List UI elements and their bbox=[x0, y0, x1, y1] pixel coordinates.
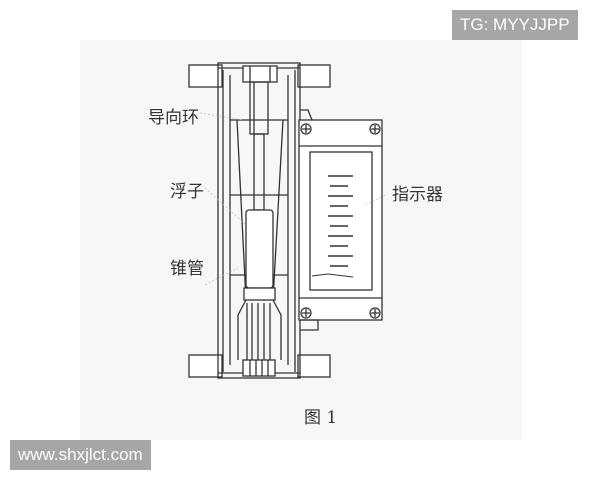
float bbox=[243, 133, 276, 301]
label-taper-tube: 锥管 bbox=[170, 259, 204, 279]
guide-ring bbox=[242, 65, 278, 135]
watermark-bottom-left: www.shxjlct.com bbox=[10, 440, 151, 470]
label-indicator: 指示器 bbox=[392, 185, 443, 205]
top-flange bbox=[188, 64, 331, 88]
label-float: 浮子 bbox=[170, 182, 204, 202]
figure-caption: 图 1 bbox=[304, 408, 338, 428]
bottom-flange bbox=[188, 354, 331, 378]
screw-icon bbox=[300, 123, 381, 319]
taper-tube bbox=[230, 119, 288, 301]
label-guide-ring: 导向环 bbox=[148, 108, 199, 128]
leader-lines bbox=[199, 112, 386, 286]
indicator-box bbox=[298, 109, 383, 331]
indicator-scale bbox=[311, 175, 354, 278]
watermark-top-right: TG: MYYJJPP bbox=[452, 10, 578, 40]
bottom-guide bbox=[237, 299, 282, 377]
